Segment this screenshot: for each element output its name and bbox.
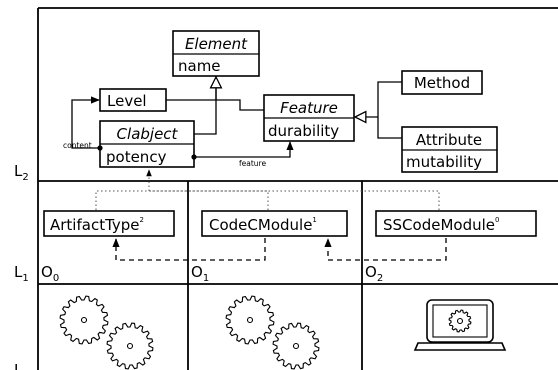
content-association: content [63, 96, 103, 151]
feature-label: feature [239, 159, 266, 168]
clabject-ss-code-module: SSCodeModule0 [375, 210, 537, 237]
partition-label-o1: O1 [191, 263, 209, 284]
partition-label-o0: O0 [41, 263, 59, 284]
type-links [112, 238, 447, 261]
class-attribute-name: Attribute [416, 131, 482, 149]
class-element: Element name [172, 30, 260, 77]
level-frame [37, 7, 558, 370]
gears-icon [225, 295, 320, 370]
clabject-artifact-type: ArtifactType2 [43, 210, 175, 237]
class-clabject: Clabject potency [99, 120, 195, 168]
class-attribute-attribute: mutability [406, 153, 482, 171]
partition-label-o2: O2 [365, 263, 383, 284]
class-feature-attribute: durability [268, 122, 339, 140]
code-c-module-label: CodeCModule1 [209, 216, 317, 234]
class-clabject-attribute: potency [106, 148, 167, 166]
content-label: content [63, 141, 92, 150]
clabject-code-c-module: CodeCModule1 [201, 210, 348, 237]
instance-of-links [95, 169, 440, 210]
level-label-l0: L0 [14, 361, 29, 370]
feature-association: feature [191, 141, 294, 168]
gears-icon [59, 295, 154, 370]
level-label-l1: L1 [14, 263, 29, 284]
class-clabject-name: Clabject [117, 125, 179, 143]
class-method: Method [401, 70, 483, 95]
class-method-name: Method [414, 74, 470, 92]
level-label-l2: L2 [14, 162, 29, 183]
class-feature-name: Feature [280, 99, 338, 117]
class-level-name: Level [107, 92, 147, 110]
class-attribute: Attribute mutability [401, 126, 498, 173]
artifact-type-label: ArtifactType2 [50, 216, 144, 234]
class-level: Level [99, 88, 167, 112]
ss-code-module-label: SSCodeModule0 [383, 216, 499, 234]
inheritance-to-element [166, 77, 264, 135]
class-feature: Feature durability [263, 94, 355, 142]
class-element-attribute: name [178, 57, 221, 75]
laptop-gear-icon [413, 299, 507, 351]
inheritance-to-feature [355, 81, 402, 139]
class-element-name: Element [185, 35, 248, 53]
